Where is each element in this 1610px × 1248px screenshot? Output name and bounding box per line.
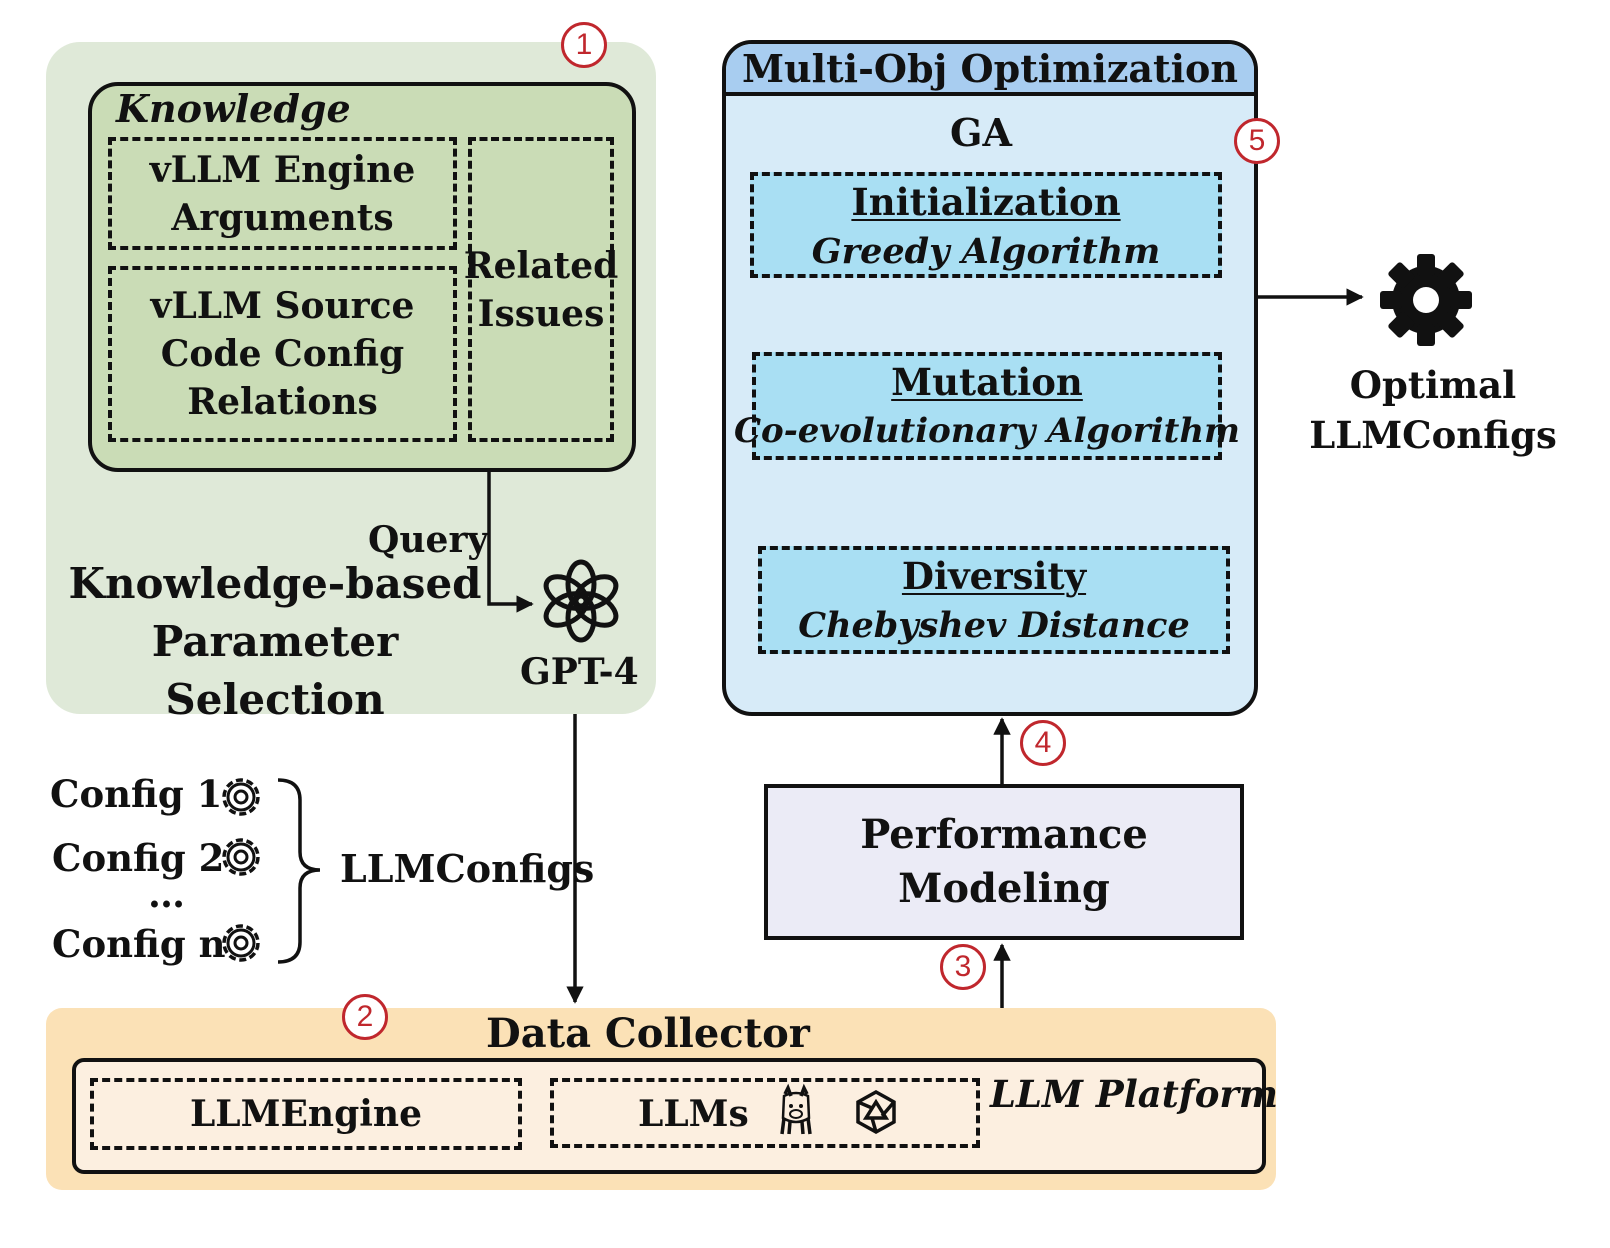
gpt-logo-icon bbox=[536, 556, 626, 646]
knowledge-box bbox=[88, 82, 636, 472]
llms-label: LLMs bbox=[638, 1093, 749, 1135]
engine-arguments-box: vLLM Engine Arguments bbox=[108, 137, 457, 250]
related-issues-box: Related Issues bbox=[464, 137, 618, 442]
gpt-label: GPT-4 bbox=[520, 651, 639, 693]
performance-modeling-box: Performance Modeling bbox=[764, 784, 1244, 940]
llm-engine-label: LLMEngine bbox=[189, 1093, 422, 1135]
source-code-box: vLLM Source Code Config Relations bbox=[108, 266, 457, 442]
llm-platform-label: LLM Platform bbox=[990, 1072, 1279, 1116]
config-n-label: Config n bbox=[52, 922, 226, 966]
source-code-label: vLLM Source Code Config Relations bbox=[150, 285, 415, 423]
mutation-sub: Co-evolutionary Algorithm bbox=[733, 411, 1241, 451]
knowledge-title: Knowledge bbox=[116, 86, 351, 131]
llm-platform-box bbox=[72, 1058, 1266, 1174]
mutation-heading: Mutation bbox=[891, 360, 1083, 404]
diversity-block: Diversity Chebyshev Distance bbox=[758, 546, 1230, 654]
query-label: Query bbox=[368, 519, 489, 561]
llms-box bbox=[550, 1078, 980, 1148]
performance-modeling-label: Performance Modeling bbox=[860, 811, 1148, 912]
mutation-block: Mutation Co-evolutionary Algorithm bbox=[733, 352, 1241, 460]
config-n-gear-icon bbox=[216, 918, 266, 968]
config-ellipsis: … bbox=[148, 872, 185, 916]
diversity-sub: Chebyshev Distance bbox=[798, 604, 1190, 646]
step-4-badge: 4 bbox=[1020, 720, 1066, 766]
initialization-heading: Initialization bbox=[851, 180, 1121, 224]
config-2-label: Config 2 bbox=[52, 836, 225, 880]
step-1-badge: 1 bbox=[561, 22, 607, 68]
ga-label: GA bbox=[950, 110, 1012, 155]
optimization-title: Multi-Obj Optimization bbox=[741, 45, 1238, 91]
optimal-gear-icon bbox=[1376, 250, 1476, 350]
data-collector-title: Data Collector bbox=[486, 1010, 810, 1057]
config-1-label: Config 1 bbox=[50, 772, 223, 816]
engine-arguments-label: vLLM Engine Arguments bbox=[149, 148, 416, 239]
related-issues-label: Related Issues bbox=[463, 244, 619, 335]
llmconfigs-label: LLMConfigs bbox=[340, 846, 595, 891]
qwen-icon bbox=[852, 1088, 900, 1136]
initialization-block: Initialization Greedy Algorithm bbox=[750, 172, 1222, 278]
step-3-badge: 3 bbox=[940, 944, 986, 990]
llm-engine-box: LLMEngine bbox=[90, 1078, 522, 1150]
optimization-header: Multi-Obj Optimization bbox=[726, 44, 1254, 96]
initialization-sub: Greedy Algorithm bbox=[811, 230, 1161, 272]
step-5-badge: 5 bbox=[1234, 118, 1280, 164]
step-2-badge: 2 bbox=[342, 994, 388, 1040]
config-2-gear-icon bbox=[216, 832, 266, 882]
config-1-gear-icon bbox=[216, 772, 266, 822]
optimal-configs-label: Optimal LLMConfigs bbox=[1309, 363, 1557, 457]
llama-icon bbox=[776, 1083, 816, 1136]
diversity-heading: Diversity bbox=[901, 554, 1087, 598]
